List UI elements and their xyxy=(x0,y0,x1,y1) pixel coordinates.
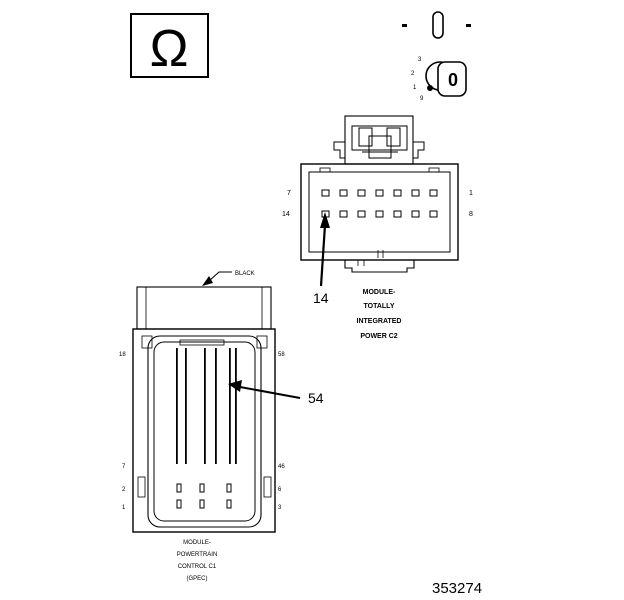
tipm-callout-leader xyxy=(319,224,327,287)
tipm-callout-arrowhead xyxy=(320,212,330,228)
key-glyph: 0 xyxy=(448,70,458,90)
pcm-wire-color-label: BLACK xyxy=(235,271,255,277)
tipm-label-line-1: MODULE- xyxy=(363,289,396,296)
ignition-key-icon: 0 3 2 1 9 xyxy=(402,11,471,102)
ohm-icon: Ω xyxy=(150,20,189,78)
tipm-label-line-3: INTEGRATED xyxy=(357,318,402,325)
tipm-connector: 7 1 14 8 14 MODULE- TOTALLY INTEGRATED P… xyxy=(282,115,473,340)
pcm-connector-body xyxy=(132,328,276,533)
ohmmeter-symbol: Ω xyxy=(130,13,209,78)
pcm-connector: BLACK xyxy=(119,271,324,582)
pcm-callout-leader xyxy=(239,386,301,399)
tipm-connector-body xyxy=(300,163,459,261)
key-position-9: 9 xyxy=(420,96,424,102)
pcm-label-line-2: POWERTRAIN xyxy=(177,552,218,558)
tipm-pin-7-label: 7 xyxy=(287,190,291,197)
figure-id: 353274 xyxy=(432,580,482,597)
pcm-pin-columns xyxy=(176,348,237,464)
pcm-pin-2-label: 2 xyxy=(122,487,126,493)
key-position-dot xyxy=(427,85,433,91)
pcm-pin-58-label: 58 xyxy=(278,352,285,358)
pcm-pin-6-label: 6 xyxy=(278,487,282,493)
pcm-pin-18-label: 18 xyxy=(119,352,126,358)
pcm-callout-54: 54 xyxy=(308,390,324,406)
tipm-callout-14: 14 xyxy=(313,290,329,306)
pcm-pin-3-label: 3 xyxy=(278,505,282,511)
tipm-label-line-2: TOTALLY xyxy=(364,303,395,310)
key-start-tick xyxy=(466,24,471,27)
tipm-pin-1-label: 1 xyxy=(469,190,473,197)
pcm-label-line-1: MODULE- xyxy=(183,540,211,546)
tipm-label-line-4: POWER C2 xyxy=(360,333,397,340)
ohm-box xyxy=(130,13,209,78)
pcm-label-line-3: CONTROL C1 xyxy=(178,564,217,570)
key-head xyxy=(437,61,467,97)
key-position-1: 1 xyxy=(413,85,417,91)
pcm-callout-arrowhead xyxy=(228,380,242,392)
key-position-2: 2 xyxy=(411,71,415,77)
key-off-tick xyxy=(402,24,407,27)
tipm-cavity-row-bottom xyxy=(321,210,438,218)
pcm-pin-1-label: 1 xyxy=(122,505,126,511)
key-run-slot xyxy=(432,11,444,39)
tipm-pin-8-label: 8 xyxy=(469,211,473,218)
tipm-pin-14-label: 14 xyxy=(282,211,290,218)
pcm-lower-pins xyxy=(176,483,232,509)
wire-color-leader xyxy=(208,271,232,282)
pcm-pin-46-label: 46 xyxy=(278,464,285,470)
wire-color-arrowhead xyxy=(202,276,213,286)
pcm-pin-7-label: 7 xyxy=(122,464,126,470)
key-position-3: 3 xyxy=(418,57,422,63)
tipm-cavity-row-top xyxy=(321,189,438,197)
pcm-label-line-4: (GPEC) xyxy=(187,576,208,582)
